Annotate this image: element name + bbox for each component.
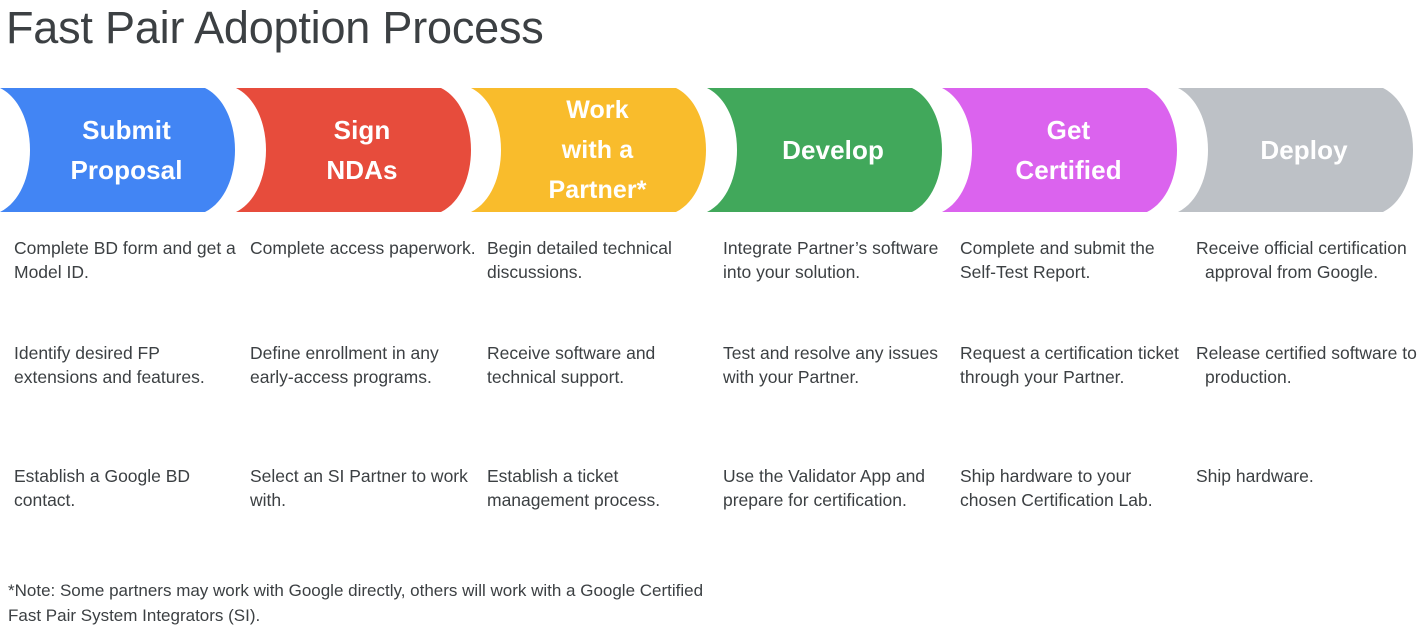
process-step-work-with-a-partner[interactable]: Work with a Partner* <box>471 88 706 212</box>
detail-item: Select an SI Partner to work with. <box>250 466 468 510</box>
process-step-deploy[interactable]: Deploy <box>1177 88 1413 212</box>
chevron-shape-deploy <box>1177 88 1413 212</box>
detail-item: Use the Validator App and prepare for ce… <box>723 466 926 510</box>
detail-item: Complete and submit the Self-Test Report… <box>960 238 1155 282</box>
detail-item: Test and resolve any issues with your Pa… <box>723 343 938 387</box>
detail-item: Define enrollment in any early-access pr… <box>250 343 439 387</box>
detail-item: Establish a ticket management process. <box>487 466 661 510</box>
process-banner: Submit Proposal Sign NDAs Work with a Part… <box>0 88 1423 212</box>
chevron-shape-develop <box>706 88 942 212</box>
detail-item: Request a certification ticket through y… <box>960 343 1179 387</box>
detail-item: Identify desired FP extensions and featu… <box>14 343 205 387</box>
process-step-label-get-certified: Get Certified <box>1015 115 1122 185</box>
detail-item: Receive software and technical support. <box>487 343 656 387</box>
chevron-shape-work-with-a-partner <box>471 88 706 212</box>
chevron-shape-submit-proposal <box>0 88 235 212</box>
detail-item: Begin detailed technical discussions. <box>487 238 672 282</box>
detail-item: Complete BD form and get a Model ID. <box>14 238 236 282</box>
detail-item: Ship hardware. <box>1196 466 1314 486</box>
detail-item: Integrate Partner’s software into your s… <box>723 238 939 282</box>
detail-item: Receive official certification approval … <box>1196 238 1407 282</box>
chevron-shape-sign-ndas <box>235 88 471 212</box>
process-step-label-deploy: Deploy <box>1260 135 1348 165</box>
page-title: Fast Pair Adoption Process <box>6 2 544 53</box>
detail-item: Complete access paperwork. <box>250 238 476 258</box>
detail-item: Release certified software to production… <box>1196 343 1417 387</box>
process-step-label-work-with-a-partner: Work with a Partner* <box>548 96 647 204</box>
process-step-sign-ndas[interactable]: Sign NDAs <box>235 88 471 212</box>
detail-item: Establish a Google BD contact. <box>14 466 191 510</box>
process-step-develop[interactable]: Develop <box>706 88 942 212</box>
details-grid: Complete BD form and get a Model ID. Iden… <box>0 237 1423 547</box>
chevron-shape-get-certified <box>942 88 1177 212</box>
process-step-get-certified[interactable]: Get Certified <box>942 88 1177 212</box>
process-step-label-sign-ndas: Sign NDAs <box>326 115 398 185</box>
process-step-submit-proposal[interactable]: Submit Proposal <box>0 88 235 212</box>
detail-item: Ship hardware to your chosen Certificati… <box>960 466 1153 510</box>
process-step-label-submit-proposal: Submit Proposal <box>70 115 183 185</box>
process-step-label-develop: Develop <box>782 135 884 165</box>
footnote: *Note: Some partners may work with Googl… <box>8 581 704 625</box>
